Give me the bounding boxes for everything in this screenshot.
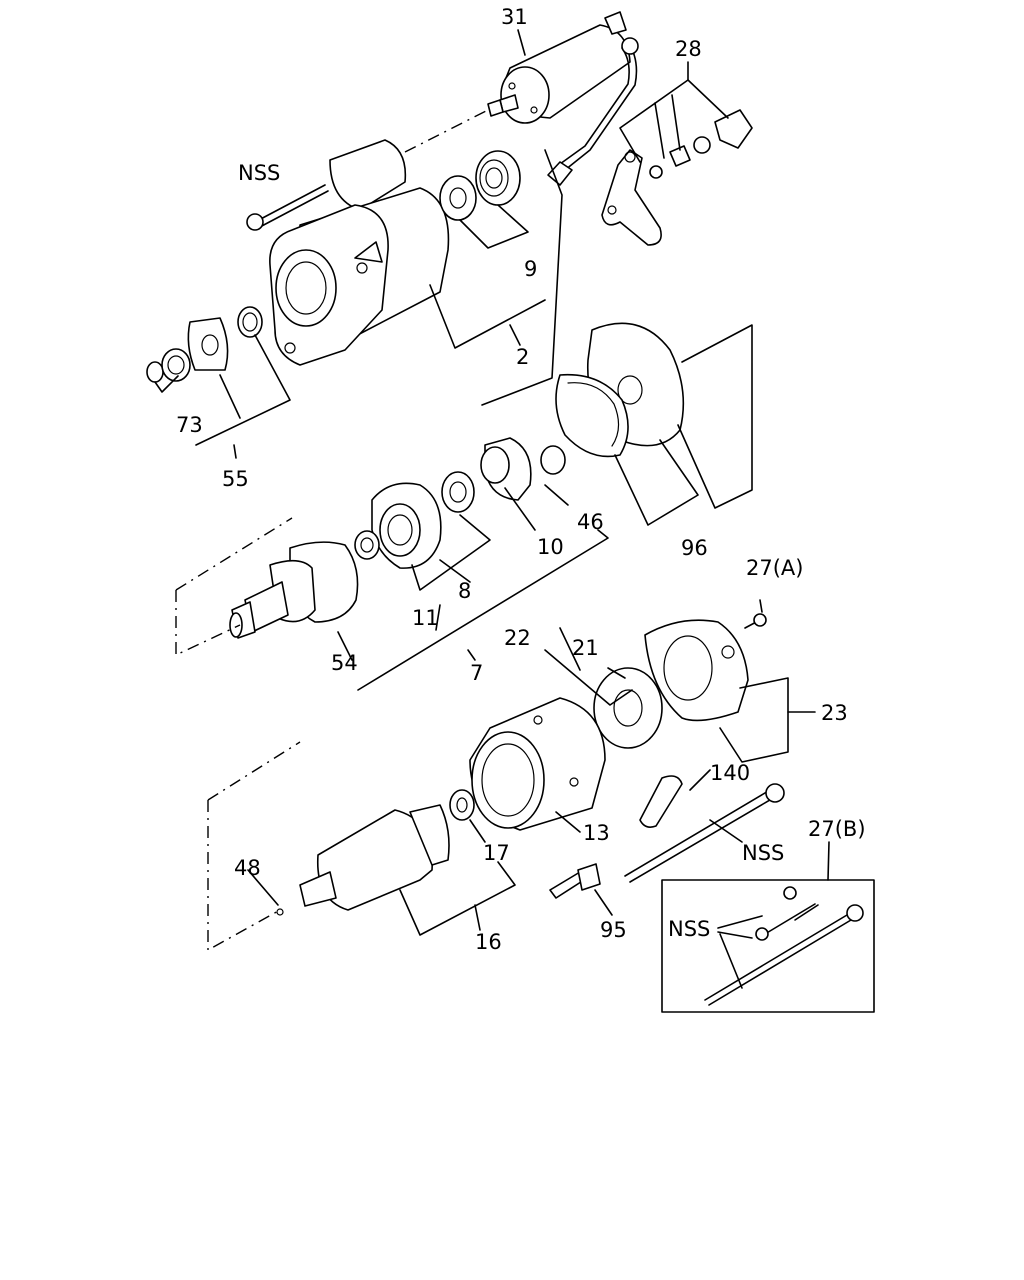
- label-96: 96: [681, 536, 708, 560]
- label-54: 54: [331, 651, 358, 675]
- part-28-lever: [601, 109, 753, 246]
- center-lines: [175, 109, 489, 952]
- nss-through-bolt: [624, 783, 785, 883]
- label-73: 73: [176, 413, 203, 437]
- label-13: 13: [583, 821, 610, 845]
- part-55-pinion: [146, 306, 263, 383]
- callout-labels: 31 28 NSS 9 2 73 55 46 10 96 8 11 7 54 2…: [176, 5, 866, 954]
- part-21-23-brush-holder: [593, 619, 749, 749]
- label-17: 17: [483, 841, 510, 865]
- part-8-11-clutch: [354, 471, 475, 569]
- label-31: 31: [501, 5, 528, 29]
- part-54-shaft: [229, 541, 359, 639]
- nss-bolt-top: [246, 184, 329, 231]
- part-31-solenoid: [487, 11, 639, 186]
- label-16: 16: [475, 930, 502, 954]
- label-22: 22: [504, 626, 531, 650]
- inset-27b-box: [661, 879, 875, 1013]
- part-140-grommet: [639, 775, 683, 828]
- label-21: 21: [572, 636, 599, 660]
- label-23: 23: [821, 701, 848, 725]
- label-28: 28: [675, 37, 702, 61]
- label-7: 7: [470, 661, 483, 685]
- label-11: 11: [412, 606, 439, 630]
- label-27b: 27(B): [808, 817, 866, 841]
- leader-lines: [154, 29, 830, 989]
- label-9: 9: [524, 257, 537, 281]
- part-46-10-gear-carrier: [480, 437, 566, 501]
- label-27a: 27(A): [746, 556, 803, 580]
- part-16-17-armature: [276, 789, 475, 916]
- label-55: 55: [222, 467, 249, 491]
- part-96-cover: [555, 322, 685, 458]
- label-46: 46: [577, 510, 604, 534]
- part-13-yoke: [469, 697, 606, 831]
- part-95-terminal: [549, 863, 601, 899]
- label-nss-top: NSS: [238, 161, 280, 185]
- label-2: 2: [516, 345, 529, 369]
- part-9-bearing: [439, 150, 521, 221]
- label-nss-bolt: NSS: [742, 841, 784, 865]
- label-140: 140: [710, 761, 750, 785]
- part-27a-screw: [744, 613, 767, 629]
- label-48: 48: [234, 856, 261, 880]
- label-10: 10: [537, 535, 564, 559]
- label-95: 95: [600, 918, 627, 942]
- label-nss-box: NSS: [668, 917, 710, 941]
- label-8: 8: [458, 579, 471, 603]
- part-2-housing: [269, 139, 450, 366]
